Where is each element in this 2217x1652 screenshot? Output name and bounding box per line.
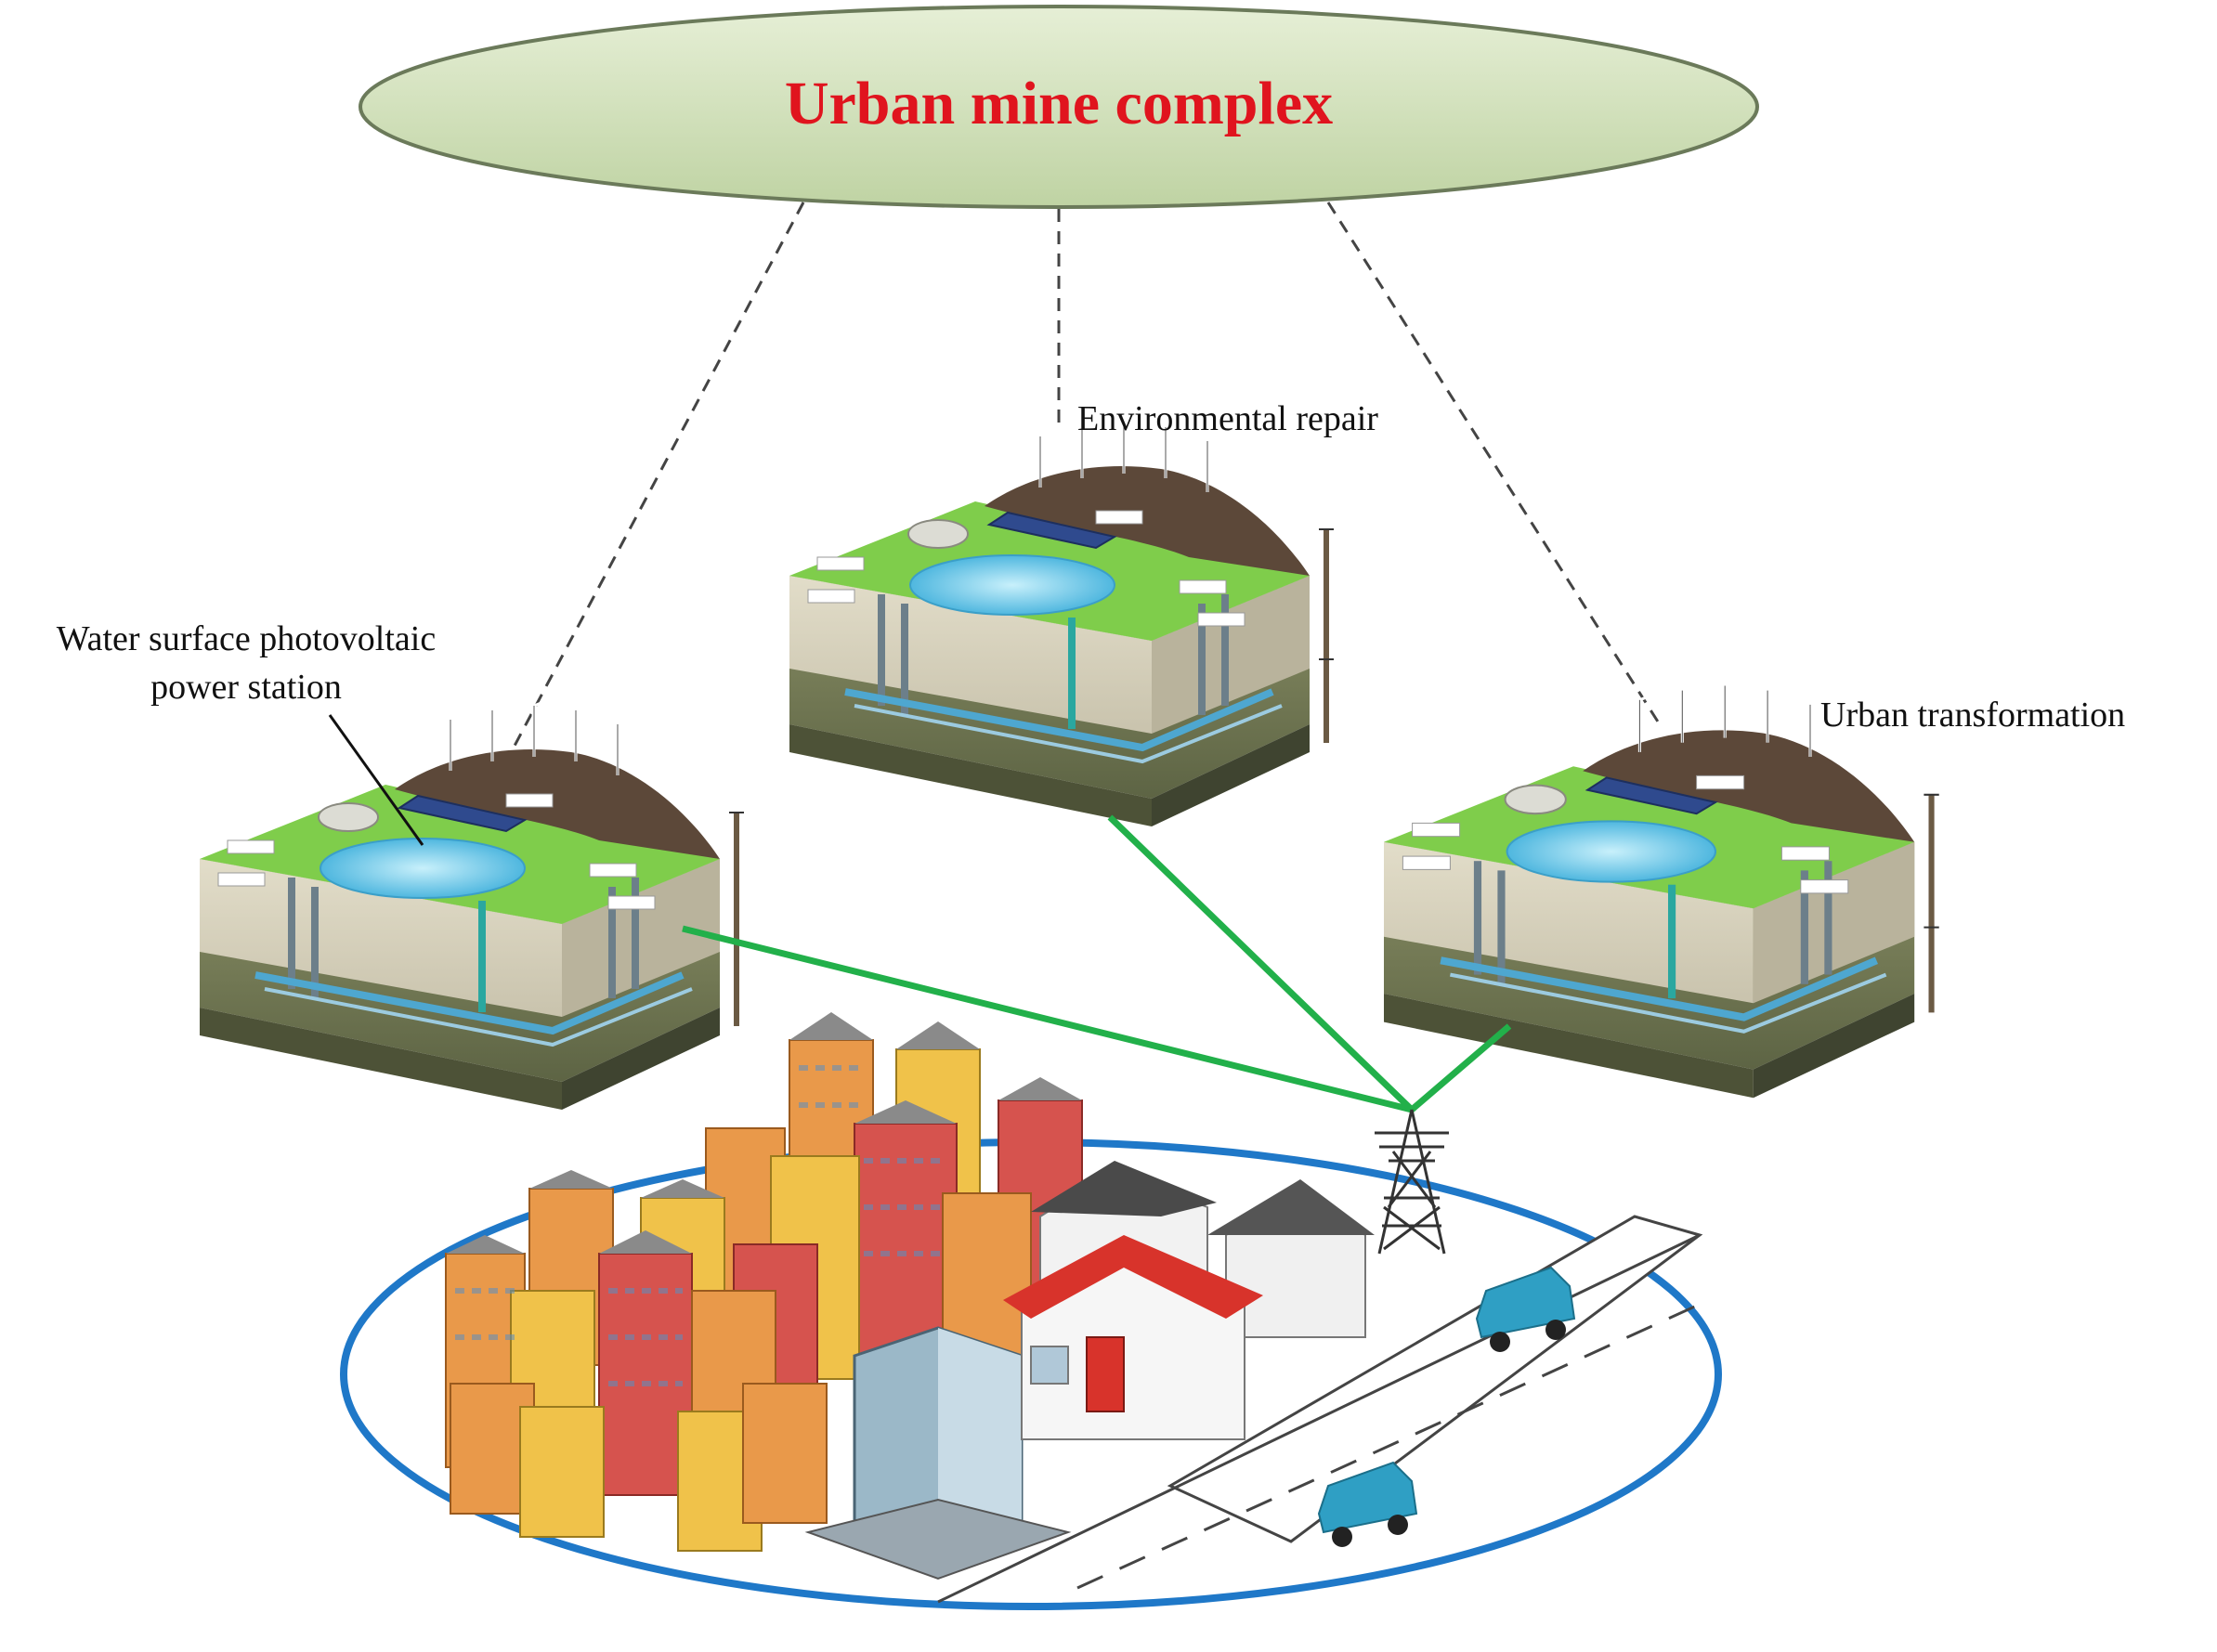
- apartment-buildings: [445, 1012, 1083, 1552]
- office-building: [804, 1326, 1072, 1580]
- label-environmental-repair: Environmental repair: [1077, 399, 1378, 438]
- mine-block-center: [789, 410, 1334, 826]
- car-icon: [1475, 1266, 1576, 1352]
- title-ellipse: [359, 5, 1759, 209]
- mine-block-left: [200, 693, 744, 1110]
- houses: [1003, 1161, 1375, 1440]
- dashed-connectors: [504, 202, 1664, 762]
- label-water-surface-line1: Water surface photovoltaic: [57, 619, 436, 658]
- label-pointer: [328, 714, 424, 846]
- connector-left: [504, 202, 805, 762]
- label-water-surface-line2: power station: [150, 668, 342, 707]
- mine-block-right: [1384, 672, 1939, 1098]
- label-urban-transformation: Urban transformation: [1820, 696, 2125, 735]
- power-lines: [682, 814, 1512, 1113]
- car-icon: [1317, 1461, 1418, 1547]
- connector-right: [1326, 202, 1664, 730]
- transmission-tower-icon: [1375, 1109, 1449, 1255]
- diagram-title: Urban mine complex: [785, 70, 1333, 137]
